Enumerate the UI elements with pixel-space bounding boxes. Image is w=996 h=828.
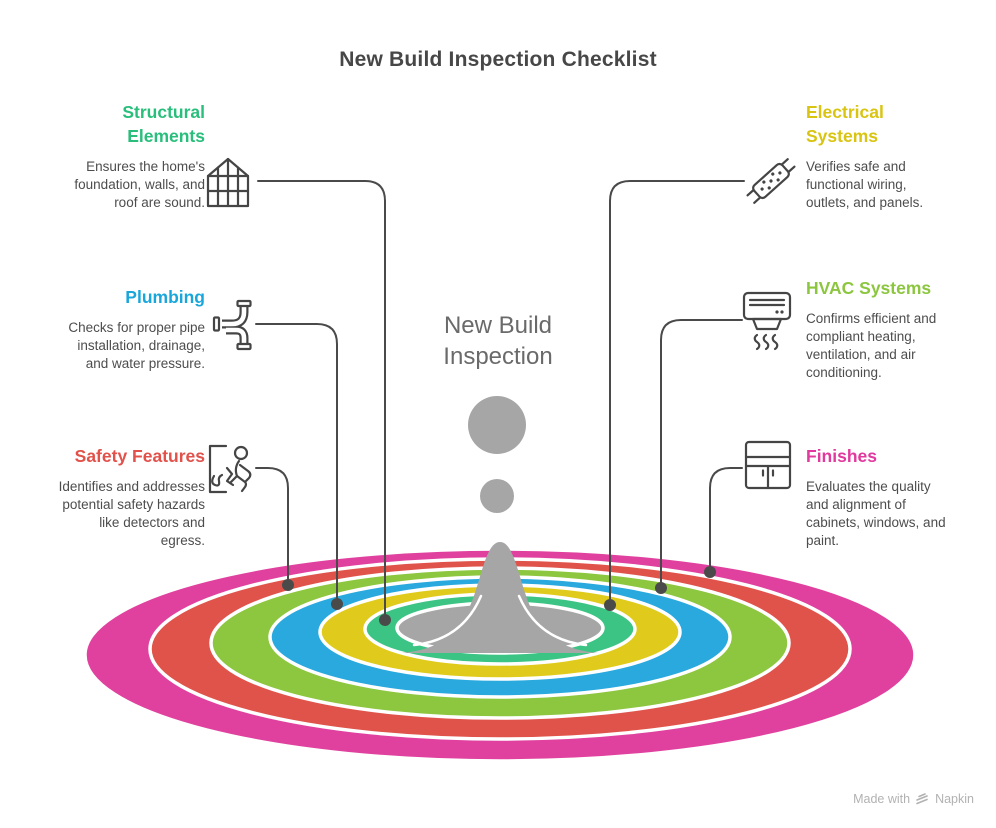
- air-conditioner-icon: [742, 291, 792, 351]
- item-description: Verifies safe and functional wiring, out…: [806, 159, 924, 210]
- emergency-exit-icon: [208, 444, 252, 494]
- connector-structural: [257, 180, 386, 615]
- connector-hvac: [660, 319, 743, 583]
- connector-dot-electrical: [604, 599, 616, 611]
- connector-dot-plumbing: [331, 598, 343, 610]
- splash-column: [402, 542, 598, 653]
- item-hvac-systems: HVAC Systems Confirms efficient and comp…: [806, 276, 936, 382]
- connector-dot-safety: [282, 579, 294, 591]
- fuse-icon: [746, 158, 796, 204]
- item-description: Evaluates the quality and alignment of c…: [806, 479, 946, 548]
- item-finishes: Finishes Evaluates the quality and align…: [806, 444, 946, 550]
- center-label: New Build Inspection: [443, 312, 553, 370]
- item-electrical-systems: Electrical Systems Verifies safe and fun…: [806, 100, 923, 212]
- watermark-prefix: Made with: [853, 792, 911, 806]
- connector-dot-structural: [379, 614, 391, 626]
- item-title: Finishes: [806, 446, 877, 466]
- droplet-large: [468, 396, 526, 454]
- item-description: Confirms efficient and compliant heating…: [806, 311, 937, 380]
- napkin-logo-icon: [916, 793, 928, 805]
- item-title: Structural Elements: [122, 102, 205, 146]
- connector-dot-hvac: [655, 582, 667, 594]
- item-description: Ensures the home's foundation, walls, an…: [74, 159, 205, 210]
- page-title: New Build Inspection Checklist: [339, 48, 657, 71]
- item-title: Plumbing: [125, 287, 205, 307]
- item-description: Checks for proper pipe installation, dra…: [68, 320, 205, 371]
- connector-finishes: [709, 467, 743, 567]
- item-title: Safety Features: [74, 446, 205, 466]
- pipes-icon: [212, 299, 252, 351]
- connector-plumbing: [255, 323, 338, 599]
- connector-safety: [255, 467, 289, 580]
- connector-dot-finishes: [704, 566, 716, 578]
- connectors: [255, 180, 745, 626]
- droplet-small: [480, 479, 514, 513]
- watermark: Made with Napkin: [853, 792, 974, 806]
- item-title: Electrical Systems: [806, 102, 884, 146]
- connector-electrical: [609, 180, 745, 600]
- watermark-brand: Napkin: [935, 792, 974, 806]
- item-plumbing: Plumbing Checks for proper pipe installa…: [68, 285, 205, 373]
- item-title: HVAC Systems: [806, 278, 932, 298]
- house-frame-icon: [206, 157, 250, 208]
- item-description: Identifies and addresses potential safet…: [58, 479, 205, 548]
- cabinet-icon: [744, 440, 792, 490]
- item-safety-features: Safety Features Identifies and addresses…: [59, 444, 205, 550]
- splash-edge-left: [412, 594, 483, 647]
- item-structural-elements: Structural Elements Ensures the home's f…: [74, 100, 205, 212]
- splash-edge-right: [517, 594, 588, 647]
